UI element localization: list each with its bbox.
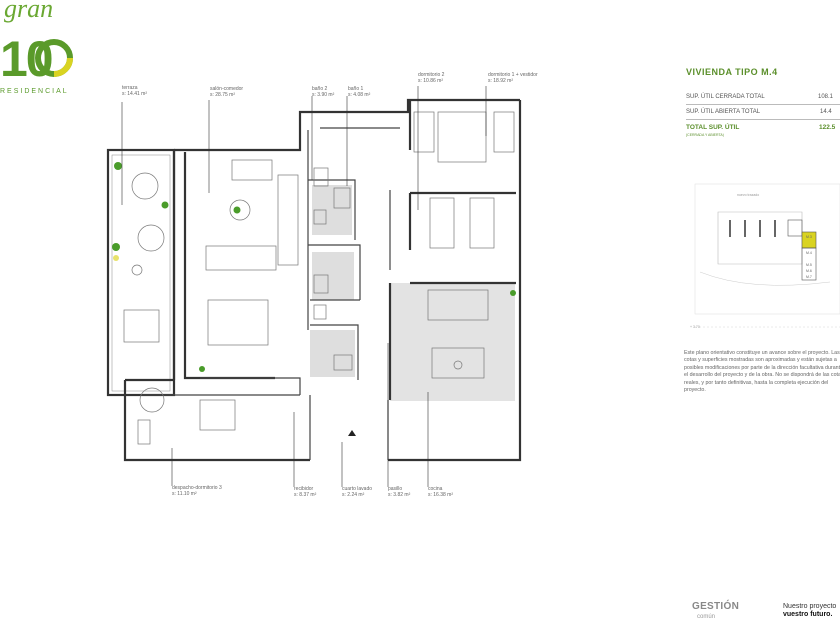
kitchen-furniture — [427, 289, 489, 379]
plant-icons — [112, 162, 516, 372]
bath-fixtures — [313, 167, 353, 371]
unit-title: VIVIENDA TIPO M.4 — [686, 67, 778, 77]
office-furniture — [137, 387, 236, 445]
key-plan-tag: M.4 — [806, 251, 812, 255]
key-plan-street: nuevo trazado — [737, 193, 760, 197]
terrace-furniture — [123, 172, 165, 343]
slogan: Nuestro proyecto vuestro futuro. — [783, 603, 836, 619]
key-plan — [694, 183, 840, 328]
total-label: TOTAL SUP. ÚTIL — [686, 124, 740, 131]
shaded-zones — [310, 185, 515, 401]
divider — [686, 104, 840, 105]
disclaimer-text: Este plano orientativo constituye un ava… — [684, 350, 840, 394]
logo-numeral: 10 — [0, 30, 54, 88]
logo-numeral-text: 10 — [0, 31, 54, 87]
sup-abierta-value: 14.4 — [820, 109, 832, 115]
sup-cerrada-value: 108.1 — [818, 94, 834, 100]
company-sub: común — [697, 614, 716, 620]
divider — [686, 119, 840, 120]
key-plan-scale: + 3.70 — [690, 325, 700, 329]
entry-arrow — [348, 430, 356, 436]
logo-ring-icon — [35, 39, 73, 77]
sup-abierta-label: SUP. ÚTIL ABIERTA TOTAL — [686, 109, 761, 115]
total-value: 122.5 — [819, 124, 836, 131]
logo-subtitle: RESIDENCIAL — [0, 88, 69, 95]
leader-lines — [121, 86, 487, 487]
living-furniture — [205, 159, 299, 346]
company-name: GESTIÓN — [692, 601, 740, 612]
walls — [123, 98, 522, 462]
company-logo: GESTIÓN — [692, 601, 739, 612]
key-plan-tag: M.7 — [806, 275, 812, 279]
slogan-line2: vuestro futuro. — [783, 611, 833, 618]
slogan-line1: Nuestro proyecto — [783, 603, 837, 610]
total-sub: (CERRADA Y ABIERTA) — [686, 133, 724, 137]
key-plan-tag: M.6 — [806, 269, 812, 273]
key-plan-tag: M.3 — [806, 235, 812, 239]
sup-cerrada-label: SUP. ÚTIL CERRADA TOTAL — [686, 94, 765, 100]
logo-script: gran — [4, 0, 54, 23]
bedroom-furniture — [413, 111, 515, 249]
inner-walls — [140, 127, 400, 460]
key-plan-tag: M.5 — [806, 263, 812, 267]
